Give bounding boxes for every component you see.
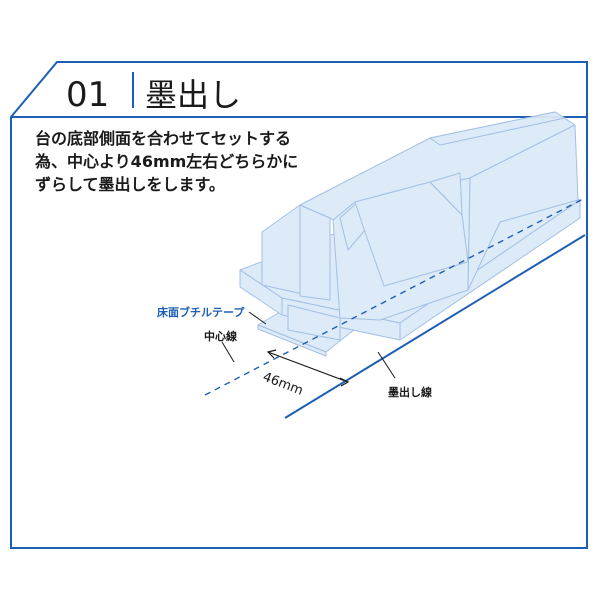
center-line — [204, 197, 586, 396]
ink-line-label: 墨出し線 — [388, 385, 432, 399]
floor-tape-label: 床面ブチルテープ — [157, 305, 245, 319]
ink-line — [284, 234, 586, 419]
description-line-2: 為、中心より46mm左右どちらかに — [35, 152, 298, 171]
description-line-3: ずらして墨出しをします。 — [35, 175, 225, 194]
leader-lines — [221, 311, 396, 379]
block-illustration — [239, 111, 581, 357]
dimension-indicator — [266, 349, 350, 387]
center-line-label: 中心線 — [204, 329, 237, 343]
description-line-1: 台の底部側面を合わせてセットする — [35, 129, 291, 148]
step-title: 墨出し — [145, 76, 241, 114]
step-number: 01 — [66, 75, 109, 115]
